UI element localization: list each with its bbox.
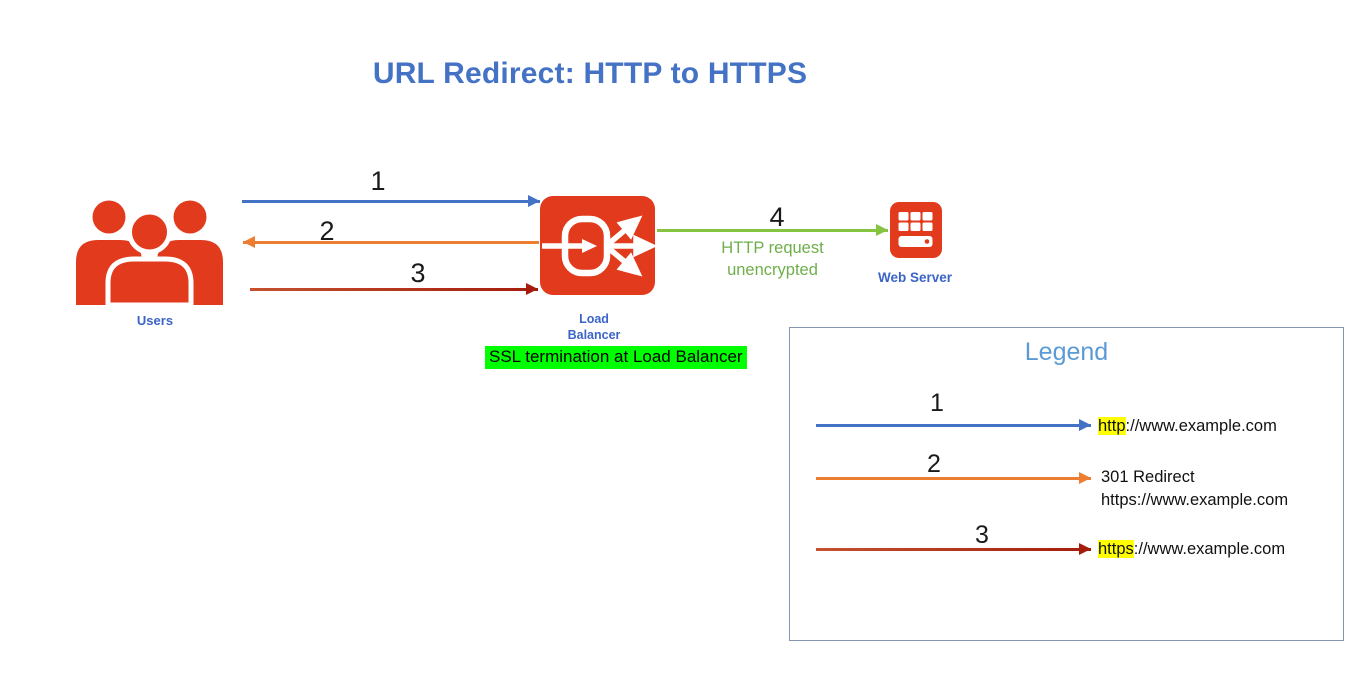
ssl-termination-note: SSL termination at Load Balancer (485, 346, 747, 369)
web-server-label: Web Server (877, 270, 953, 285)
flow-4-caption-line1: HTTP request (721, 239, 824, 257)
web-server-icon (890, 202, 942, 258)
load-balancer-icon (540, 196, 655, 295)
flow-step-3: 3 (410, 258, 426, 288)
legend-text-3-highlight: https (1098, 540, 1134, 558)
legend-step-1: 1 (930, 389, 944, 417)
legend-arrow-2 (816, 477, 1091, 480)
legend-arrow-1 (816, 424, 1091, 427)
load-balancer-label: Load Balancer (567, 312, 621, 342)
legend-arrow-3 (816, 548, 1091, 551)
users-group-icon (76, 200, 223, 305)
legend-text-1-highlight: http (1098, 417, 1126, 435)
legend-step-2: 2 (927, 450, 941, 478)
legend-title: Legend (1024, 338, 1109, 366)
flow-arrow-2 (243, 241, 539, 244)
flow-arrow-1 (242, 200, 540, 203)
legend-text-1-rest: ://www.example.com (1125, 417, 1277, 435)
legend-text-3: https://www.example.com (1098, 538, 1285, 561)
flow-step-2: 2 (319, 216, 335, 246)
page-title: URL Redirect: HTTP to HTTPS (372, 57, 808, 90)
legend-text-3-rest: ://www.example.com (1133, 540, 1286, 558)
flow-4-caption-line2: unencrypted (727, 260, 818, 279)
flow-arrow-3 (250, 288, 538, 291)
legend-text-2: 301 Redirect https://www.example.com (1101, 466, 1288, 512)
legend-step-3: 3 (975, 521, 989, 549)
flow-4-caption: HTTP request unencrypted (695, 238, 850, 282)
flow-step-1: 1 (370, 166, 386, 196)
legend-text-1: http://www.example.com (1098, 415, 1277, 438)
legend-box: Legend 1 http://www.example.com 2 301 Re… (789, 327, 1344, 641)
users-label: Users (136, 313, 174, 328)
flow-arrow-4 (657, 229, 888, 232)
legend-text-2-line2: https://www.example.com (1101, 491, 1289, 509)
flow-step-4: 4 (769, 202, 785, 232)
legend-text-2-line1: 301 Redirect (1101, 468, 1195, 486)
